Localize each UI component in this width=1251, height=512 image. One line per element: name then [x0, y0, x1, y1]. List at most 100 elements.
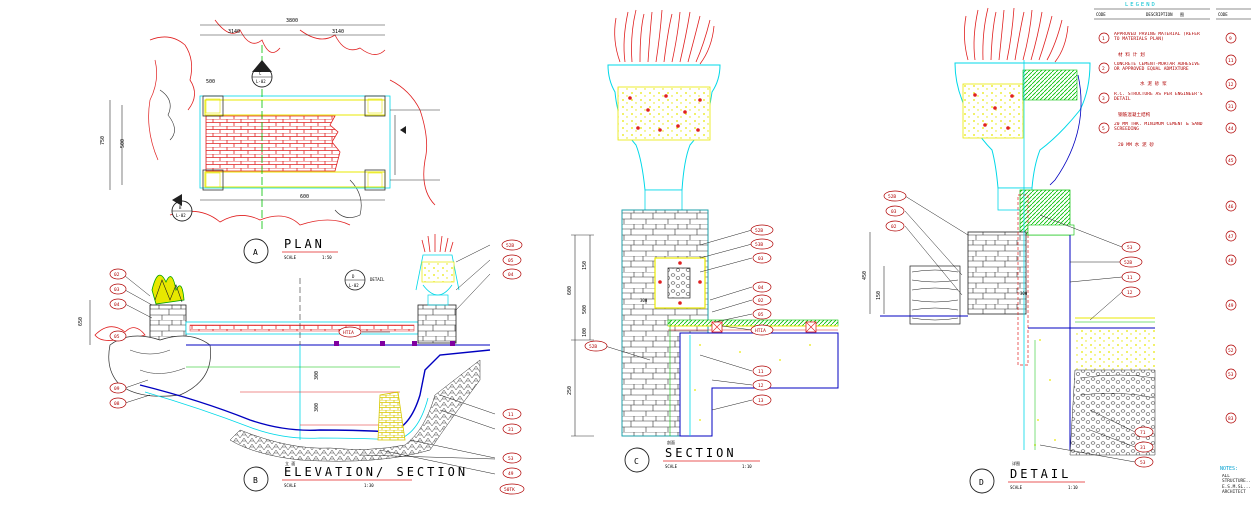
- elev-tag: 11: [508, 412, 514, 418]
- sec-dim-1: 600: [567, 286, 573, 295]
- section-drawing: [571, 9, 839, 437]
- plan-dim-left-a: 750: [100, 136, 106, 145]
- legend-panel: [1094, 8, 1251, 134]
- elev-detail-label: DETAIL: [370, 277, 385, 282]
- plan-scale-label: SCALE: [284, 255, 297, 260]
- notes-text: ALL STRUCTURE... E.S.M.SL... ARCHITECT: [1222, 474, 1251, 496]
- plan-title-circle: [243, 238, 269, 264]
- notes-title: NOTES:: [1220, 466, 1238, 472]
- section-title-cn: 剖面: [667, 439, 675, 445]
- section-scale-value: 1:10: [742, 464, 752, 469]
- elev-tag: 49: [508, 471, 514, 477]
- elev-tag: 52B: [506, 243, 514, 249]
- elev-tag: 53: [508, 456, 514, 462]
- legend-right-num: 31: [1228, 104, 1234, 110]
- detail-title: DETAIL: [1010, 467, 1071, 481]
- legend-item-num: 5: [1102, 126, 1105, 132]
- detail-scale-label: SCALE: [1010, 485, 1023, 490]
- legend-right-num: 45: [1228, 158, 1234, 164]
- section-tag: 02: [758, 298, 764, 304]
- sec-dim-3: 500: [582, 305, 588, 314]
- legend-right-num: 53: [1228, 372, 1234, 378]
- section-title: SECTION: [665, 446, 737, 460]
- elev-tag: 04: [508, 272, 514, 278]
- elev-tag: HTIA: [343, 330, 354, 336]
- section-tag: 04: [758, 285, 764, 291]
- legend-right-num: 49: [1228, 303, 1234, 309]
- elev-dim-a: 300: [314, 371, 320, 380]
- plan-ref-bottom-sheet: L-02: [176, 213, 186, 218]
- section-tags: [584, 224, 774, 406]
- elev-ref-sheet: L-02: [349, 283, 359, 288]
- section-title-circle: [624, 447, 650, 473]
- legend-item-cn: 材 料 计 划: [1118, 51, 1145, 58]
- elev-tag: 31: [508, 427, 514, 433]
- elev-tag: 50TK: [504, 487, 515, 493]
- plan-ref-top-letter: C: [259, 71, 262, 76]
- legend-item-cn: 水 泥 砂 浆: [1140, 80, 1167, 87]
- elev-tags-right: [338, 239, 523, 479]
- detail-tag: 71: [1140, 430, 1146, 436]
- elev-ref-letter: D: [352, 274, 355, 279]
- plan-dim-left-b: 500: [120, 139, 126, 148]
- legend-item-cn: 钢筋混凝土结构: [1118, 111, 1151, 118]
- legend-right-num: 12: [1228, 82, 1234, 88]
- elev-tag: 08: [114, 401, 120, 407]
- detail-scale-value: 1:10: [1068, 485, 1078, 490]
- legend-right-num: 83: [1228, 416, 1234, 422]
- legend-header-code-2: CODE: [1218, 12, 1228, 17]
- elev-tag: 09: [114, 386, 120, 392]
- elev-title-circle: [243, 466, 269, 492]
- elev-title: ELEVATION/ SECTION: [284, 465, 468, 479]
- elev-tags-left: [109, 268, 127, 409]
- section-tag: 52B: [755, 228, 763, 234]
- detail-title-circle: [969, 468, 995, 494]
- legend-right-num: 46: [1228, 204, 1234, 210]
- legend-right-num: 47: [1228, 234, 1234, 240]
- det-dim-1: 450: [862, 271, 868, 280]
- section-tag: 12: [758, 383, 764, 389]
- plan-title-letter: A: [253, 248, 258, 257]
- elev-dim-h: 650: [78, 317, 84, 326]
- legend-item-num: 1: [1102, 36, 1105, 42]
- legend-right-column: [1225, 32, 1237, 424]
- plan-dim-top: 3800: [286, 18, 298, 24]
- detail-title-cn: 详图: [1012, 460, 1020, 466]
- elev-tag: 05: [508, 258, 514, 264]
- elev-tag: 05: [114, 334, 120, 340]
- detail-tag: 31: [1140, 445, 1146, 451]
- elev-tag: 04: [114, 302, 120, 308]
- detail-tag: 12: [1127, 290, 1133, 296]
- elev-title-letter: B: [253, 476, 258, 485]
- detail-tag: 52B: [888, 194, 896, 200]
- sec-dim-6: 300: [640, 298, 648, 303]
- legend-right-num: 48: [1228, 258, 1234, 264]
- plan-dim-bottom: 600: [300, 194, 309, 200]
- section-tag: 03: [758, 256, 764, 262]
- legend-right-num: 11: [1228, 58, 1234, 64]
- section-tag: 52B: [589, 344, 597, 350]
- legend-header-cn: 图: [1180, 11, 1184, 17]
- det-dim-2: 150: [876, 291, 882, 300]
- det-dim-3: 300: [1020, 291, 1028, 296]
- section-title-letter: C: [634, 457, 639, 466]
- plan-dim-left-c: 500: [206, 79, 215, 85]
- elev-title-cn: 立 面: [285, 460, 295, 466]
- detail-tag: 53: [1127, 245, 1133, 251]
- elev-dim-b: 300: [314, 403, 320, 412]
- section-tag: 53B: [755, 242, 763, 248]
- detail-tag: 53: [1140, 460, 1146, 466]
- detail-drawing: [869, 7, 1156, 463]
- elev-scale-label: SCALE: [284, 483, 297, 488]
- elev-tag: 03: [114, 287, 120, 293]
- section-tag: HTIA: [755, 328, 766, 334]
- section-scale-label: SCALE: [665, 464, 678, 469]
- detail-title-letter: D: [979, 478, 984, 487]
- plan-dim-seg2: 3140: [332, 29, 344, 35]
- plan-dim-seg1: 3140: [228, 29, 240, 35]
- legend-item-text: R.C. STRUCTURE AS PER ENGINEER'S DETAIL: [1114, 92, 1203, 103]
- section-tag: 13: [758, 398, 764, 404]
- detail-tag: 11: [1127, 275, 1133, 281]
- section-tag: 11: [758, 369, 764, 375]
